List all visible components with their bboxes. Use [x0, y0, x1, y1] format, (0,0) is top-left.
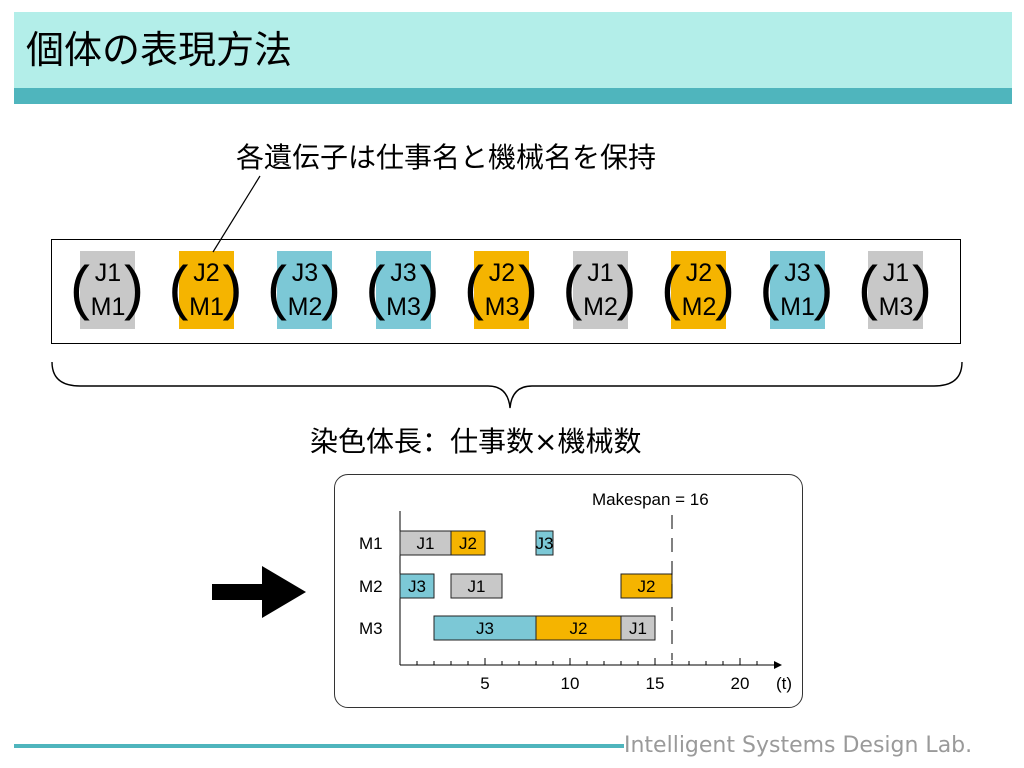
title-bar: [14, 12, 1012, 88]
gantt-bar: [620, 615, 656, 641]
gene-job-label: J1: [94, 259, 122, 287]
gene-color-block: [277, 251, 332, 329]
gantt-bar-label: J3: [476, 619, 494, 638]
gantt-bar-label: J1: [468, 577, 486, 596]
right-arrow-icon: [212, 566, 306, 618]
paren-left: (: [365, 254, 386, 321]
gene-color-block: [80, 251, 135, 329]
x-axis-label: (t): [776, 674, 792, 693]
gene-job-label: J3: [784, 259, 811, 287]
paren-right: ): [124, 254, 144, 321]
gene-color-block: [375, 251, 431, 329]
curly-brace-icon: [51, 361, 963, 409]
gantt-bar-label: J2: [570, 619, 588, 638]
gene-color-block: [474, 251, 529, 329]
title-stripe: [14, 88, 1012, 104]
paren-left: (: [70, 254, 90, 321]
paren-right: ): [813, 254, 834, 321]
gene-color-block: [868, 251, 923, 329]
gene-machine-label: M2: [583, 293, 618, 321]
gene-pointer-line: [212, 175, 261, 253]
gene-machine-label: M2: [681, 293, 717, 321]
paren-right: ): [518, 254, 538, 321]
gene-job-label: J1: [587, 259, 614, 287]
paren-right: ): [419, 254, 440, 321]
gantt-bar-label: J3: [536, 534, 554, 553]
gene-job-label: J2: [488, 259, 516, 287]
gantt-bar: [450, 530, 486, 556]
gene-color-block: [671, 251, 726, 329]
gene-machine-label: M1: [189, 293, 224, 321]
gene-machine-label: M1: [780, 293, 815, 321]
gantt-bar: [535, 530, 554, 556]
gene-job-label: J1: [882, 259, 910, 287]
footer-line: [14, 744, 624, 748]
gantt-bar: [399, 530, 452, 556]
paren-left: (: [168, 254, 189, 321]
gene-job-label: J3: [291, 259, 319, 287]
machine-label: M3: [359, 619, 383, 638]
gene-job-label: J2: [193, 259, 220, 287]
gantt-bar: [620, 573, 673, 599]
gene-machine-label: M3: [878, 293, 914, 321]
gantt-bar: [399, 573, 435, 599]
paren-right: ): [222, 254, 243, 321]
gene-color-block: [769, 251, 825, 329]
makespan-label: Makespan = 16: [592, 490, 709, 509]
x-tick-label: 5: [480, 674, 489, 693]
footer-lab-name: Intelligent Systems Design Lab.: [624, 733, 973, 758]
gantt-bar: [535, 615, 622, 641]
paren-right: ): [321, 254, 341, 321]
paren-right: ): [616, 254, 637, 321]
gantt-bar-label: J2: [638, 577, 656, 596]
x-axis-arrowhead: [774, 661, 782, 669]
gene-color-block: [178, 251, 234, 329]
paren-left: (: [464, 254, 484, 321]
gantt-bar-label: J1: [629, 619, 647, 638]
paren-right: ): [715, 254, 735, 321]
gene-job-label: J3: [390, 259, 417, 287]
paren-right: ): [912, 254, 932, 321]
gene-machine-label: M3: [484, 293, 520, 321]
gene-machine-label: M1: [90, 293, 126, 321]
x-tick-label: 20: [731, 674, 750, 693]
paren-left: (: [858, 254, 878, 321]
gene-machine-label: M2: [287, 293, 323, 321]
paren-left: (: [661, 254, 681, 321]
machine-label: M2: [359, 577, 383, 596]
gantt-bar: [450, 573, 503, 599]
paren-left: (: [562, 254, 583, 321]
paren-left: (: [267, 254, 287, 321]
gantt-bar-label: J2: [459, 534, 477, 553]
gene-color-block: [572, 251, 628, 329]
machine-label: M1: [359, 534, 383, 553]
chromosome-length-caption: 染色体長：仕事数×機械数: [310, 425, 642, 458]
page-title: 個体の表現方法: [26, 28, 293, 72]
gantt-bar-label: J3: [408, 577, 426, 596]
gene-machine-label: M3: [386, 293, 421, 321]
gantt-bar-label: J1: [417, 534, 435, 553]
gene-caption: 各遺伝子は仕事名と機械名を保持: [236, 141, 657, 174]
paren-left: (: [759, 254, 780, 321]
x-tick-label: 15: [646, 674, 665, 693]
x-tick-label: 10: [561, 674, 580, 693]
gene-job-label: J2: [685, 259, 713, 287]
